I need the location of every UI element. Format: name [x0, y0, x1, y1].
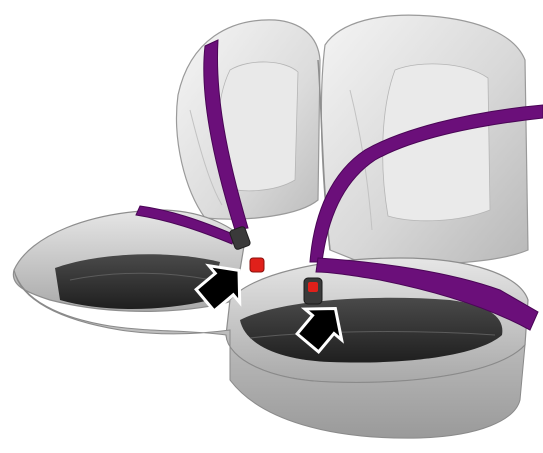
right-buckle [304, 278, 322, 304]
seat-back-left [177, 20, 320, 219]
left-buckle [250, 258, 264, 272]
